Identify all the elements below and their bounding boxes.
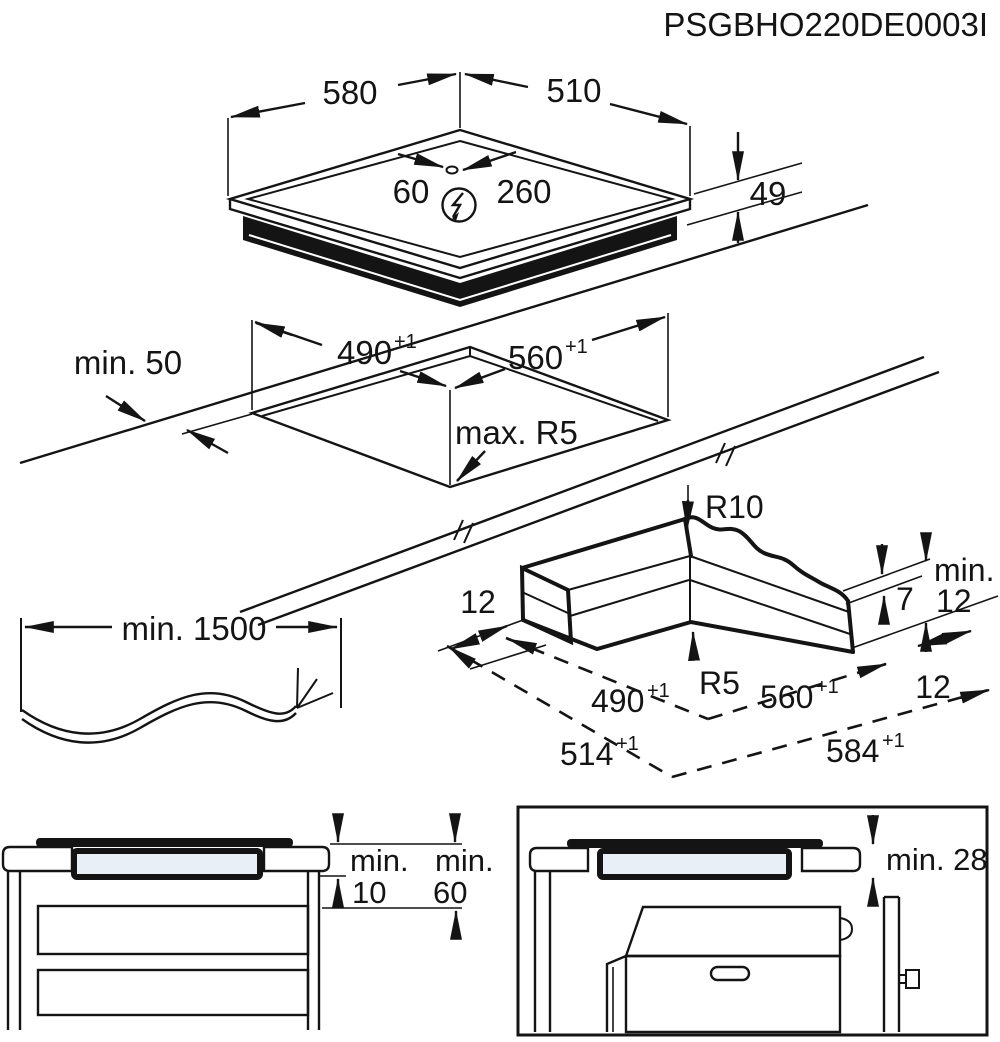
- width-label: 580: [322, 74, 377, 111]
- recess-value: 10: [352, 875, 386, 910]
- overhang-left-label: 12: [460, 584, 496, 620]
- mains-cable-view: min. 1500: [20, 610, 342, 744]
- cutout-opening: [248, 345, 672, 489]
- chain-514-label: 514: [560, 736, 613, 772]
- worktop-left-block-oven: [528, 846, 590, 873]
- chain-560-tolerance: +1: [816, 676, 839, 698]
- hob-glass-profile-oven: [567, 839, 823, 848]
- document-code: PSGBHO220DE0003I: [663, 6, 988, 43]
- side-fixing-knob: [898, 969, 920, 989]
- chain-584-label: 584: [826, 733, 879, 769]
- wall-clearance-label: min. 50: [74, 344, 182, 381]
- hob-top-view: 580 510 60 260 49: [19, 72, 869, 465]
- worktop-right-block-oven: [800, 846, 862, 873]
- dim-overhang-right: 12: [915, 629, 973, 705]
- drawer-2: [36, 968, 310, 1017]
- hob-glass-profile: [36, 838, 293, 847]
- drawer-1: [36, 904, 310, 956]
- hob-body-band: [243, 216, 677, 307]
- hob-body-profile-oven: [597, 848, 792, 880]
- break-mark-2: [715, 442, 736, 467]
- cutout-radius-label: max. R5: [455, 414, 578, 451]
- corner-r10-label: R10: [705, 489, 764, 525]
- worktop-right-block: [262, 845, 331, 873]
- hob-body-profile: [71, 848, 263, 880]
- worktop-front-edge-lines: [239, 355, 940, 627]
- height-label: 49: [750, 175, 787, 212]
- cable-gland: [445, 165, 459, 175]
- cutout-depth-label: 560: [508, 339, 563, 376]
- clearance-word-label: min.: [934, 552, 994, 588]
- dim-overhang-left: 12: [437, 584, 547, 670]
- detail-frame: [516, 805, 989, 1037]
- electrical-connection-icon: [441, 187, 477, 223]
- dim-chain-cutout: 490 +1 560 +1: [505, 636, 888, 721]
- dim-cutout-490: 490 +1: [254, 320, 448, 388]
- dim-chain-outer: 514 +1 584 +1: [446, 644, 991, 779]
- corner-r5-label: R5: [699, 665, 740, 701]
- oven-handle: [709, 965, 751, 982]
- corner-left-end-face: [519, 564, 574, 646]
- worktop-edge-line: [19, 203, 869, 465]
- chain-490-label: 490: [591, 683, 644, 719]
- break-mark-1: [453, 519, 474, 544]
- chain-490-tolerance: +1: [647, 680, 670, 702]
- overhang-right-label: 12: [915, 669, 951, 705]
- depth-label: 510: [546, 72, 601, 109]
- gland-left-label: 60: [393, 173, 430, 210]
- chain-514-tolerance: +1: [616, 733, 639, 755]
- chain-560-label: 560: [760, 679, 813, 715]
- chain-584-tolerance: +1: [882, 730, 905, 752]
- worktop-cutout-view: 490 +1 560 +1 max. R5 min. 50: [74, 313, 672, 489]
- cable-wire-ends: [296, 667, 334, 709]
- dim-oven-clearance: min. 28: [867, 815, 988, 907]
- cutout-depth-tolerance: +1: [565, 336, 588, 358]
- oven-unit: [605, 905, 854, 1034]
- oven-clearance-label: min. 28: [886, 842, 988, 877]
- dim-height-49: 49: [686, 132, 803, 243]
- cable-length-label: min. 1500: [122, 610, 267, 647]
- clearance-value-label: 12: [936, 583, 972, 619]
- cutout-width-tolerance: +1: [394, 331, 417, 353]
- worktop-left-block: [1, 845, 74, 873]
- dim-depth-510: 510: [463, 72, 689, 126]
- cabinet-drawers-section: min. 10 min. 60: [1, 813, 494, 1030]
- lip-height-label: 7: [896, 581, 914, 617]
- hob-glass-surface: [225, 128, 695, 270]
- dim-lip-and-clearance: 7 min. 12: [842, 532, 999, 652]
- dim-wall-clearance: min. 50: [74, 344, 253, 455]
- gland-right-label: 260: [496, 173, 551, 210]
- hob-corner-detail: R10 R5 12 7 min. 12 12: [437, 485, 999, 779]
- corner-break-edge: [683, 515, 850, 603]
- cabinet-oven-section: min. 28: [516, 805, 989, 1037]
- recess-min-word: min.: [350, 843, 409, 878]
- oven-hinge-bump: [839, 917, 854, 941]
- drawer-clearance-value: 60: [433, 875, 467, 910]
- cable-curve: [21, 691, 297, 735]
- cutout-width-label: 490: [337, 334, 392, 371]
- drawer-clearance-min-word: min.: [435, 843, 494, 878]
- dim-width-580: 580: [229, 72, 458, 119]
- dim-cutout-560: 560 +1: [453, 315, 667, 390]
